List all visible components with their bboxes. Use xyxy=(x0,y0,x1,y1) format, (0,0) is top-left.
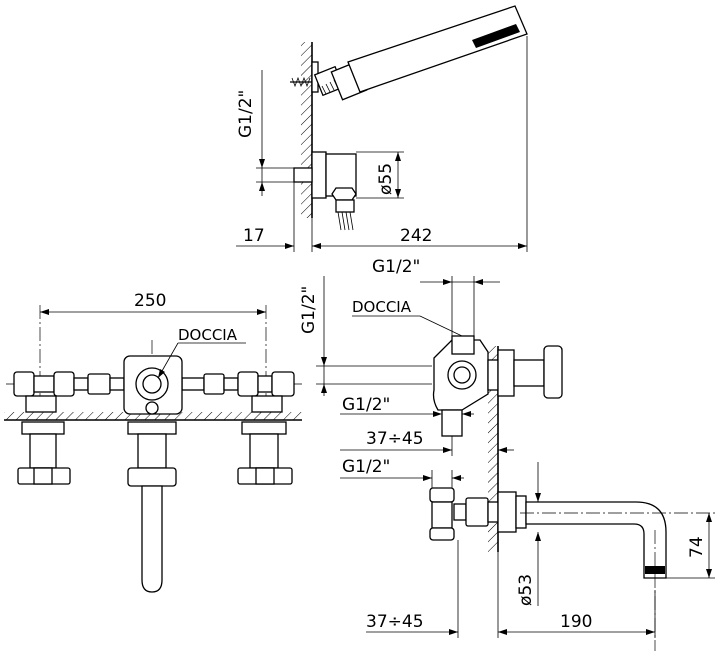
left-stem xyxy=(29,433,57,469)
outlet-plate xyxy=(311,151,327,199)
spout-projection-label: 190 xyxy=(560,612,592,632)
spout-height-label: 74 xyxy=(687,536,707,558)
side-cross-handle xyxy=(543,345,563,399)
handshower-thread-label: G1/2" xyxy=(236,90,256,138)
front-wall-hatch xyxy=(4,412,302,420)
spout-inlet-body xyxy=(431,501,453,529)
front-doccia-label: DOCCIA xyxy=(178,326,238,344)
side-valve-stem xyxy=(513,359,545,387)
side-escutcheon xyxy=(497,349,515,397)
handshower-length-label: 242 xyxy=(400,226,432,246)
spout-escutcheon xyxy=(497,491,517,533)
front-width-label: 250 xyxy=(134,291,166,311)
handshower-diameter-label: ø55 xyxy=(376,163,396,195)
spout-diameter-label: ø53 xyxy=(516,574,536,606)
left-escutcheon xyxy=(21,421,65,435)
hose xyxy=(337,211,354,231)
wall-offset-label: 17 xyxy=(243,226,265,246)
screw xyxy=(291,76,311,88)
side-inlet-pipe xyxy=(441,409,463,437)
side-wall-hatch xyxy=(488,346,498,552)
center-stem xyxy=(137,433,167,469)
spout-collar xyxy=(127,467,177,487)
spout-pipe xyxy=(141,485,163,593)
nut-left-outer xyxy=(13,371,35,397)
left-valve-body xyxy=(25,395,57,413)
hose-nut xyxy=(331,187,357,201)
right-escutcheon xyxy=(241,421,287,435)
handshower-view: G1/2" ø55 17 242 xyxy=(236,5,528,252)
side-thread-2-label: G1/2" xyxy=(342,457,390,477)
right-stem xyxy=(249,433,279,469)
outlet-thread xyxy=(293,167,313,183)
side-top-thread-label: G1/2" xyxy=(372,257,420,277)
center-escutcheon xyxy=(127,421,177,435)
side-thread-1-label: G1/2" xyxy=(342,395,390,415)
right-valve-body xyxy=(251,395,283,413)
side-doccia-label: DOCCIA xyxy=(352,298,412,316)
side-left-thread-label: G1/2" xyxy=(299,286,319,334)
wall-depth-1-label: 37÷45 xyxy=(366,429,424,449)
spout-connector xyxy=(465,497,489,527)
wall-depth-2-label: 37÷45 xyxy=(366,612,424,632)
nut-right-outer xyxy=(271,371,295,397)
spout-pipe-side xyxy=(525,501,667,579)
handshower-nozzles xyxy=(472,24,520,48)
side-outlet-inner xyxy=(453,366,471,384)
spout-inlet-nut xyxy=(429,487,455,503)
front-view: 250 xyxy=(4,291,302,593)
handshower-body xyxy=(347,5,528,93)
wall-hatch xyxy=(301,42,312,218)
diverter-outlet-inner xyxy=(142,374,162,394)
side-diverter-top xyxy=(451,335,475,355)
side-view: G1/2" G1/2" DOCCIA G1/2" xyxy=(299,257,715,651)
